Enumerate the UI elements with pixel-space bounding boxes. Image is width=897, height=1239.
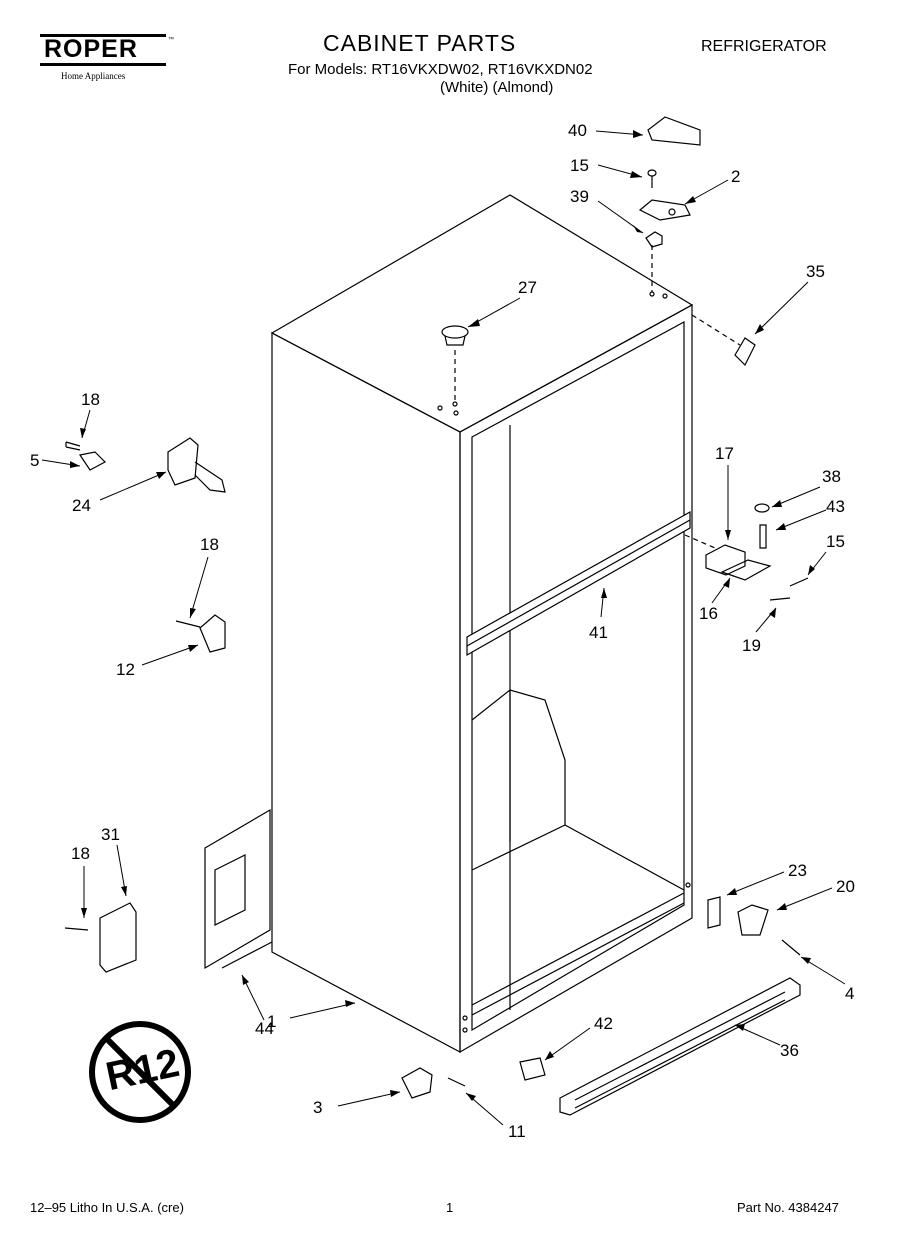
models-line: For Models: RT16VKXDW02, RT16VKXDN02	[288, 61, 593, 78]
brand-name: ROPER	[44, 35, 138, 63]
callout-20: 20	[836, 877, 855, 896]
callout-15: 15	[826, 532, 845, 551]
parts-3-11-lower-hinge	[401, 1067, 466, 1099]
callout-38: 38	[822, 467, 841, 486]
part-35-tube	[734, 337, 756, 367]
callout-11: 11	[508, 1122, 526, 1141]
page-number: 1	[446, 1200, 454, 1215]
part-24-stop	[167, 437, 226, 493]
callout-44: 44	[255, 1019, 274, 1038]
parts-23-20-4-hardware	[707, 896, 801, 956]
callout-3: 3	[313, 1098, 323, 1117]
callout-41: 41	[589, 623, 608, 642]
callout-27: 27	[518, 278, 537, 297]
callout-24: 24	[72, 496, 91, 515]
trademark-mark: ™	[168, 37, 174, 43]
callout-39: 39	[570, 187, 589, 206]
callout-leaders	[41, 130, 846, 1126]
callout-16: 16	[699, 604, 718, 623]
part-12-bracket	[175, 614, 226, 653]
cabinet-body	[270, 194, 694, 1054]
callout-12: 12	[116, 660, 135, 679]
callout-18: 18	[71, 844, 90, 863]
callout-1: 1	[267, 1012, 277, 1031]
leader-dashes	[454, 245, 741, 549]
callout-40: 40	[568, 121, 587, 140]
part-44-side-panel	[204, 808, 273, 970]
brand-tagline: Home Appliances	[61, 71, 126, 81]
callout-2: 2	[731, 167, 741, 186]
part-36-toe-grille	[559, 977, 801, 1116]
part-number: Part No. 4384247	[737, 1200, 839, 1215]
brand-logo	[39, 33, 167, 67]
callout-36: 36	[780, 1041, 799, 1060]
callout-18: 18	[200, 535, 219, 554]
part-42-clip	[519, 1057, 546, 1081]
callout-arrowheads	[70, 130, 815, 1101]
part-31-cover	[64, 902, 137, 973]
appliance-category: REFRIGERATOR	[701, 38, 827, 55]
callout-18: 18	[81, 390, 100, 409]
callout-5: 5	[30, 451, 40, 470]
callout-42: 42	[594, 1014, 613, 1033]
color-variants: (White) (Almond)	[440, 79, 554, 96]
part-27-plug	[441, 325, 469, 346]
callout-19: 19	[742, 636, 761, 655]
parts-5-18-screw-bracket	[65, 441, 106, 471]
r12-badge	[89, 1021, 191, 1123]
callout-43: 43	[826, 497, 845, 516]
callout-31: 31	[101, 825, 120, 844]
center-hinge-assembly	[705, 503, 809, 601]
callout-17: 17	[715, 444, 734, 463]
part-40-hinge-cover	[647, 116, 701, 146]
page-title: CABINET PARTS	[323, 30, 517, 56]
callout-15: 15	[570, 156, 589, 175]
callout-35: 35	[806, 262, 825, 281]
callout-23: 23	[788, 861, 807, 880]
top-hinge-assembly	[638, 169, 691, 248]
callout-4: 4	[845, 984, 855, 1003]
print-info: 12–95 Litho In U.S.A. (cre)	[30, 1200, 184, 1215]
